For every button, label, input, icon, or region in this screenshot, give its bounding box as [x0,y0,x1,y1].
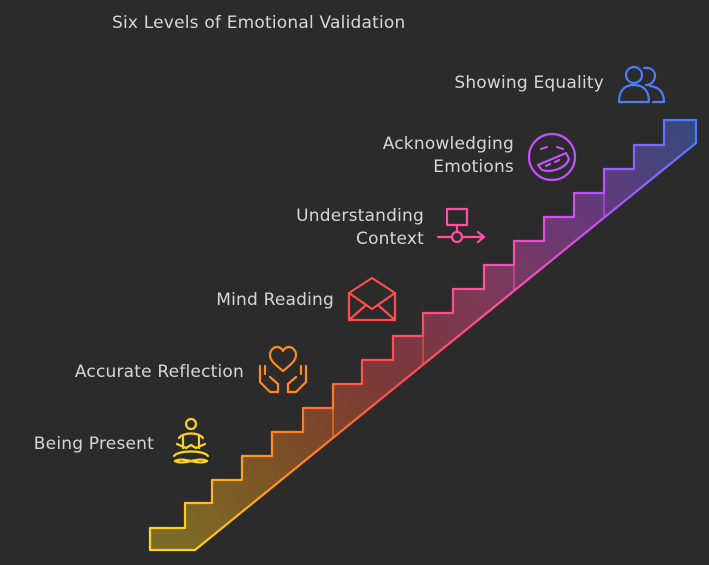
level-label-showing-equality: Showing Equality [454,73,604,93]
level-label-understanding: Understanding [296,206,424,226]
users-icon [617,65,666,104]
heart-hands-icon [258,345,308,394]
level-label-emotions: Emotions [433,157,514,177]
level-label-mind-reading: Mind Reading [216,290,334,310]
level-label-accurate-reflection: Accurate Reflection [74,362,244,382]
flowchart-icon [436,207,486,244]
level-label-being-present: Being Present [33,434,154,454]
meditation-icon [172,417,210,464]
envelope-icon [347,276,397,322]
level-label-context: Context [356,229,424,249]
smiley-emotions-icon [527,132,577,182]
diagram-title: Six Levels of Emotional Validation [112,13,406,33]
level-label-acknowledging: Acknowledging [382,134,514,154]
step-dividers [332,169,605,438]
